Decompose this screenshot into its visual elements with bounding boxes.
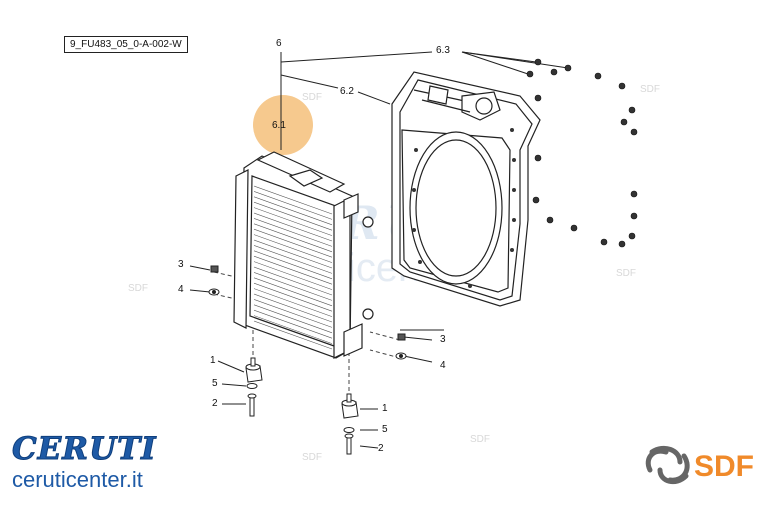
bolt-set [526,58,638,248]
radiator-fin-line [253,304,333,334]
radiator-fin-line [253,196,333,226]
radiator-fin-line [253,282,333,312]
watermark-sdf: SDF [470,434,490,445]
sdf-swirl-icon [645,445,690,485]
callout-4-left: 4 [178,284,184,295]
shroud-holes [412,128,516,288]
callout-5-right: 5 [382,424,388,435]
radiator-fin-line [253,309,333,339]
fan-shroud [391,71,541,307]
radiator-fin-line [253,218,333,247]
radiator-fin-line [253,272,333,301]
watermark-sdf: SDF [302,452,322,463]
radiator-fin-line [253,255,333,285]
watermark-sdf: SDF [616,268,636,279]
radiator-fin-line [253,245,333,274]
radiator-fin-line [253,185,333,215]
drawing-code: 9_FU483_05_0-A-002-W [64,36,188,53]
ceruti-site-text: ceruticenter.it [12,467,143,492]
radiator-fin-line [253,288,333,317]
radiator-fin-line [253,212,333,242]
callout-2-left: 2 [212,398,218,409]
sdf-logo: SDF [642,447,778,491]
radiator-fin-line [253,299,333,328]
mount-parts [208,265,407,455]
callout-6: 6 [276,38,282,49]
radiator-core [233,151,374,359]
ceruti-logo: CERUTI ceruticenter.it [12,432,242,492]
radiator-fin-line [253,191,333,220]
watermark-sdf: SDF [302,92,322,103]
radiator-fin-line [253,250,333,280]
callout-1-left: 1 [210,355,216,366]
callout-highlight [253,95,313,155]
radiator-fin-line [253,223,333,253]
radiator-fin-line [253,239,333,269]
callout-6-2: 6.2 [340,86,354,97]
radiator-fin-line [253,261,333,290]
radiator-fin-line [253,293,333,323]
leader-lines [189,51,569,449]
ceruti-logo-text: CERUTI [12,431,157,467]
watermark-sdf: SDF [128,283,148,294]
radiator-fins [253,185,333,350]
callout-1-right: 1 [382,403,388,414]
callout-4-right: 4 [440,360,446,371]
radiator-fin-line [253,207,333,236]
callout-3-right: 3 [440,334,446,345]
sdf-logo-text: SDF [694,450,754,483]
radiator-fin-line [253,266,333,296]
callout-6-1: 6.1 [272,120,286,131]
watermark-sdf: SDF [640,84,660,95]
radiator-fin-line [253,320,333,350]
radiator-fin-line [253,277,333,307]
callout-5-left: 5 [212,378,218,389]
radiator-fin-line [253,315,333,344]
callout-6-3: 6.3 [436,45,450,56]
radiator-fin-line [253,201,333,231]
callout-2-right: 2 [378,443,384,454]
radiator-fin-line [253,234,333,263]
radiator-fin-line [253,228,333,258]
callout-3-left: 3 [178,259,184,270]
